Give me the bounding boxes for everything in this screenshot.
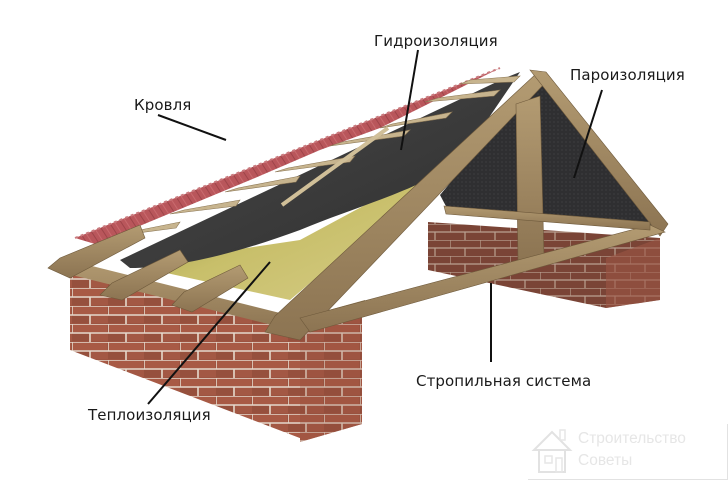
label-thermal-insulation: Теплоизоляция [88, 406, 211, 424]
truss [299, 69, 669, 333]
vapor-barrier-gable [440, 78, 652, 225]
label-roofing: Кровля [134, 96, 192, 114]
insulation [130, 170, 430, 300]
label-waterproofing: Гидроизоляция [374, 32, 498, 50]
leader-lines [147, 49, 603, 405]
front-brick-wall [70, 268, 362, 442]
roof-tiles [75, 68, 500, 244]
label-vapor-barrier: Пароизоляция [570, 66, 685, 84]
watermark-line1: Строительство [578, 430, 686, 447]
label-rafter-system: Стропильная система [416, 372, 592, 390]
watermark-line2: Советы [578, 452, 633, 469]
rafters [47, 71, 549, 341]
house-icon [531, 429, 573, 473]
watermark: Строительство Советы [528, 424, 728, 480]
